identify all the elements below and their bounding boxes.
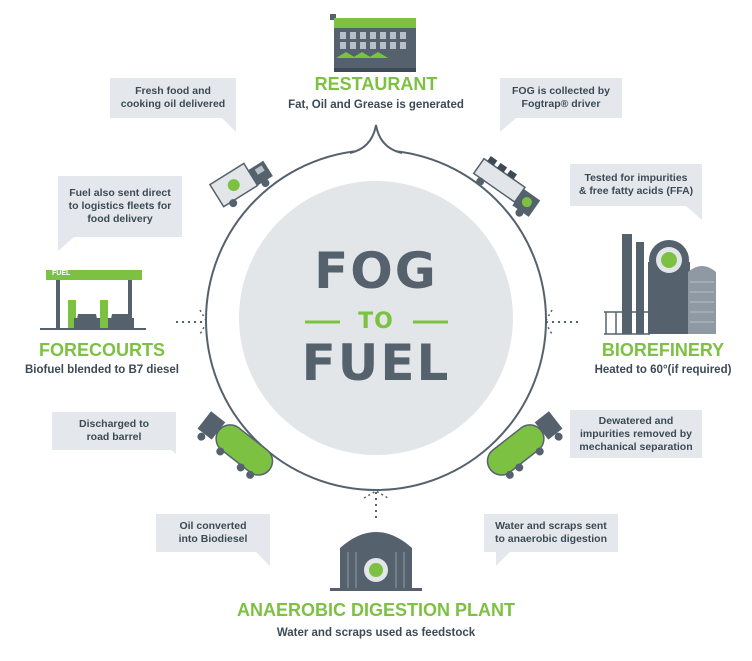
forecourts-subtitle: Biofuel blended to B7 diesel bbox=[25, 364, 179, 376]
center-line-2: TO bbox=[358, 309, 394, 334]
center-disc bbox=[239, 181, 513, 455]
tanker-icon bbox=[486, 411, 563, 479]
station-sign: FUEL bbox=[52, 270, 71, 277]
anaerobic-title: ANAEROBIC DIGESTION PLANT bbox=[236, 600, 515, 620]
restaurant-subtitle: Fat, Oil and Grease is generated bbox=[288, 99, 464, 111]
refinery-icon bbox=[604, 234, 716, 335]
anaerobic-subtitle: Water and scraps used as feedstock bbox=[276, 627, 476, 639]
forecourts-title: FORECOURTS bbox=[39, 340, 165, 360]
callout-tested: Tested for impurities& free fatty acids … bbox=[570, 164, 702, 206]
ring-pointer bbox=[349, 124, 403, 154]
dotted-connectors bbox=[176, 321, 578, 520]
truck-icon bbox=[472, 156, 541, 217]
fuel-station-icon bbox=[40, 270, 146, 330]
biorefinery-subtitle: Heated to 60°(if required) bbox=[594, 364, 732, 376]
biorefinery-title: BIOREFINERY bbox=[601, 340, 725, 360]
center-line-3: FUEL bbox=[301, 334, 451, 392]
truck-icon bbox=[208, 160, 273, 208]
center-line-1: FOG bbox=[314, 242, 438, 300]
tanker-icon bbox=[197, 411, 274, 479]
restaurant-building-icon bbox=[330, 14, 416, 72]
digester-icon bbox=[330, 532, 422, 591]
restaurant-title: RESTAURANT bbox=[314, 74, 438, 94]
